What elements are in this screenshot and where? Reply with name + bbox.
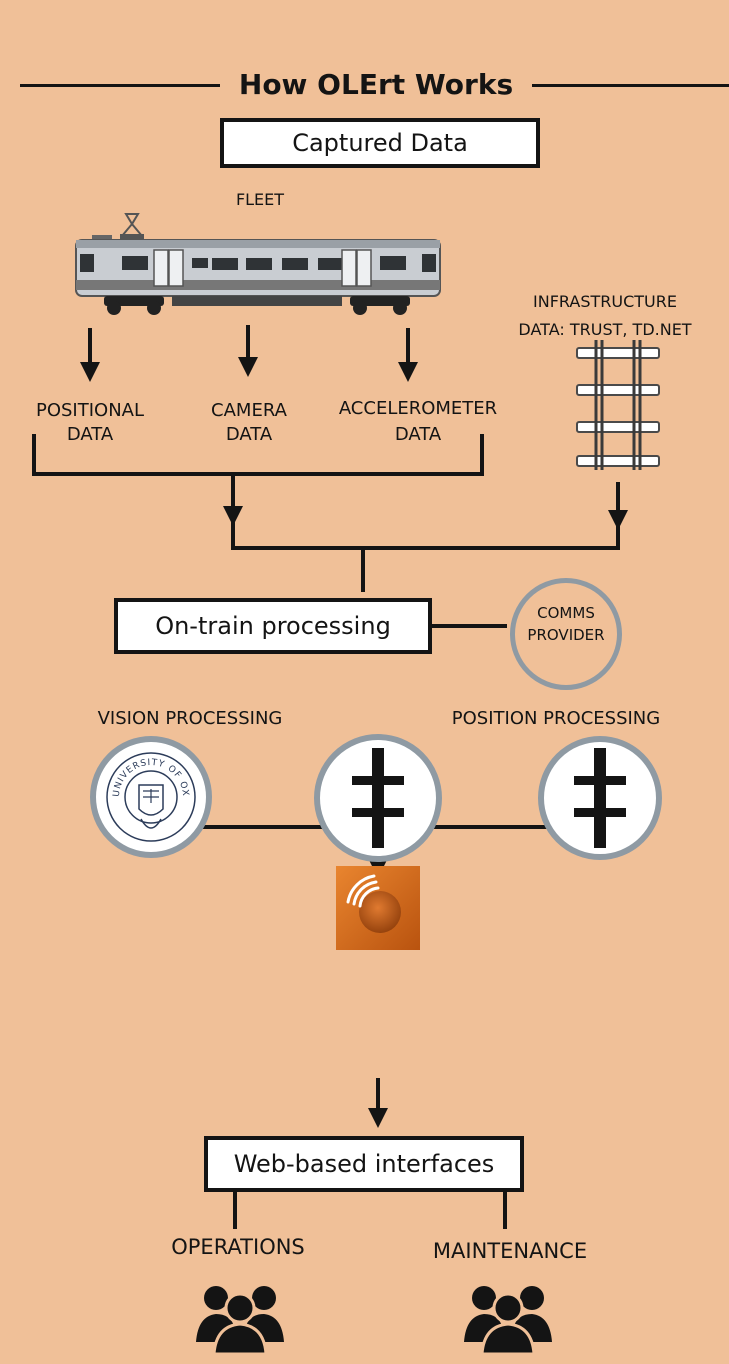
cross-logo-icon — [574, 748, 626, 848]
vision-processing-label: VISION PROCESSING — [97, 708, 283, 729]
cross-logo-icon — [352, 748, 404, 848]
operations-label: OPERATIONS — [171, 1235, 305, 1259]
positional-label-line1: POSITIONAL — [35, 400, 145, 421]
title-rule-left — [20, 84, 220, 87]
title-band: How OLErt Works — [0, 60, 729, 110]
people-group-icon — [464, 1286, 552, 1354]
web-based-interfaces-box: Web-based interfaces — [204, 1136, 524, 1192]
accelerometer-label-line2: DATA — [394, 424, 442, 445]
captured-data-box: Captured Data — [220, 118, 540, 168]
comms-provider-circle — [510, 578, 622, 690]
oxford-seal-icon: UNIVERSITY OF OXFORD — [101, 747, 196, 842]
people-group-icon — [196, 1286, 284, 1354]
page-title: How OLErt Works — [238, 68, 514, 101]
train-icon — [75, 213, 441, 315]
on-train-processing-box: On-train processing — [114, 598, 432, 654]
comms-label-line2: PROVIDER — [527, 626, 605, 644]
rail-track-icon — [576, 340, 660, 470]
title-rule-right — [532, 84, 729, 87]
signal-app-icon — [336, 866, 420, 950]
infrastructure-label-line2: DATA: TRUST, TD.NET — [518, 320, 692, 339]
merge-line — [231, 514, 620, 550]
camera-label-line1: CAMERA — [211, 400, 287, 421]
maintenance-label: MAINTENANCE — [432, 1239, 588, 1263]
infrastructure-label-line1: INFRASTRUCTURE — [533, 292, 677, 311]
comms-label-line1: COMMS — [537, 604, 595, 622]
camera-label-line2: DATA — [225, 424, 273, 445]
fleet-label: FLEET — [235, 190, 285, 209]
sensor-bracket — [32, 434, 484, 476]
accelerometer-label-line1: ACCELEROMETER — [338, 398, 498, 419]
position-processing-label: POSITION PROCESSING — [451, 708, 661, 729]
positional-label-line2: DATA — [66, 424, 114, 445]
